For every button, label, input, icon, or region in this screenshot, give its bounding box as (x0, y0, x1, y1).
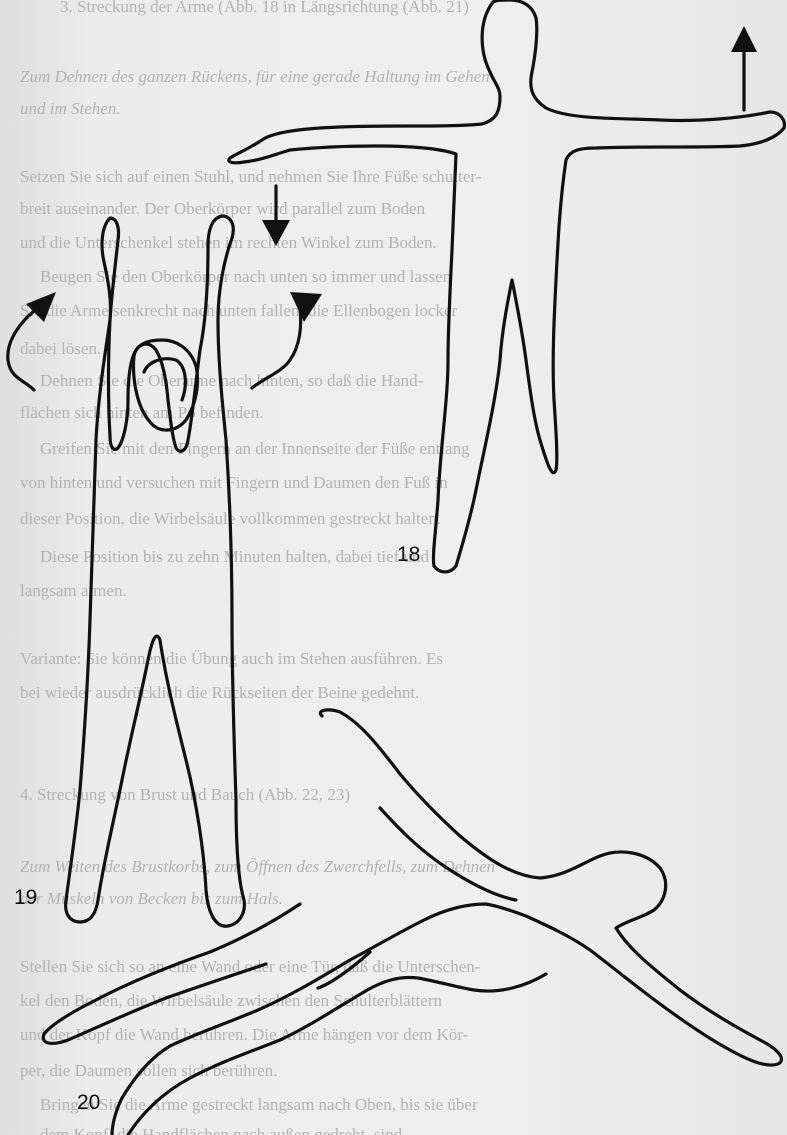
figure-19-outline (8, 186, 322, 926)
figure-18-outline (229, 0, 785, 572)
figure-20-outline (43, 710, 781, 1135)
figure-20-label: 20 (77, 1091, 100, 1115)
figure-19-label: 19 (14, 886, 37, 910)
figure-18-label: 18 (397, 543, 420, 567)
